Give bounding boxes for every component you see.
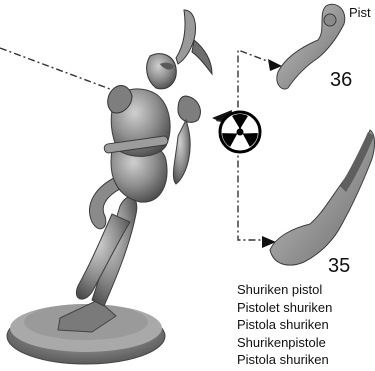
weapon-name-fr: Pistolet shuriken	[237, 299, 375, 317]
part-35-arm	[270, 130, 375, 265]
top-part-label: Pist	[349, 6, 371, 19]
part-number-35: 35	[328, 256, 350, 276]
weapon-name-en: Shuriken pistol	[237, 281, 375, 299]
radiation-trefoil-icon	[220, 112, 260, 152]
weapon-name-de: Shurikenpistole	[237, 334, 375, 352]
weapon-name-list: Shuriken pistol Pistolet shuriken Pistol…	[237, 281, 375, 371]
figure-model	[58, 10, 212, 332]
part-number-36: 36	[330, 70, 352, 90]
weapon-name-it: Pistola shuriken	[237, 316, 375, 334]
weapon-name-es: Pistola shuriken	[237, 351, 375, 369]
